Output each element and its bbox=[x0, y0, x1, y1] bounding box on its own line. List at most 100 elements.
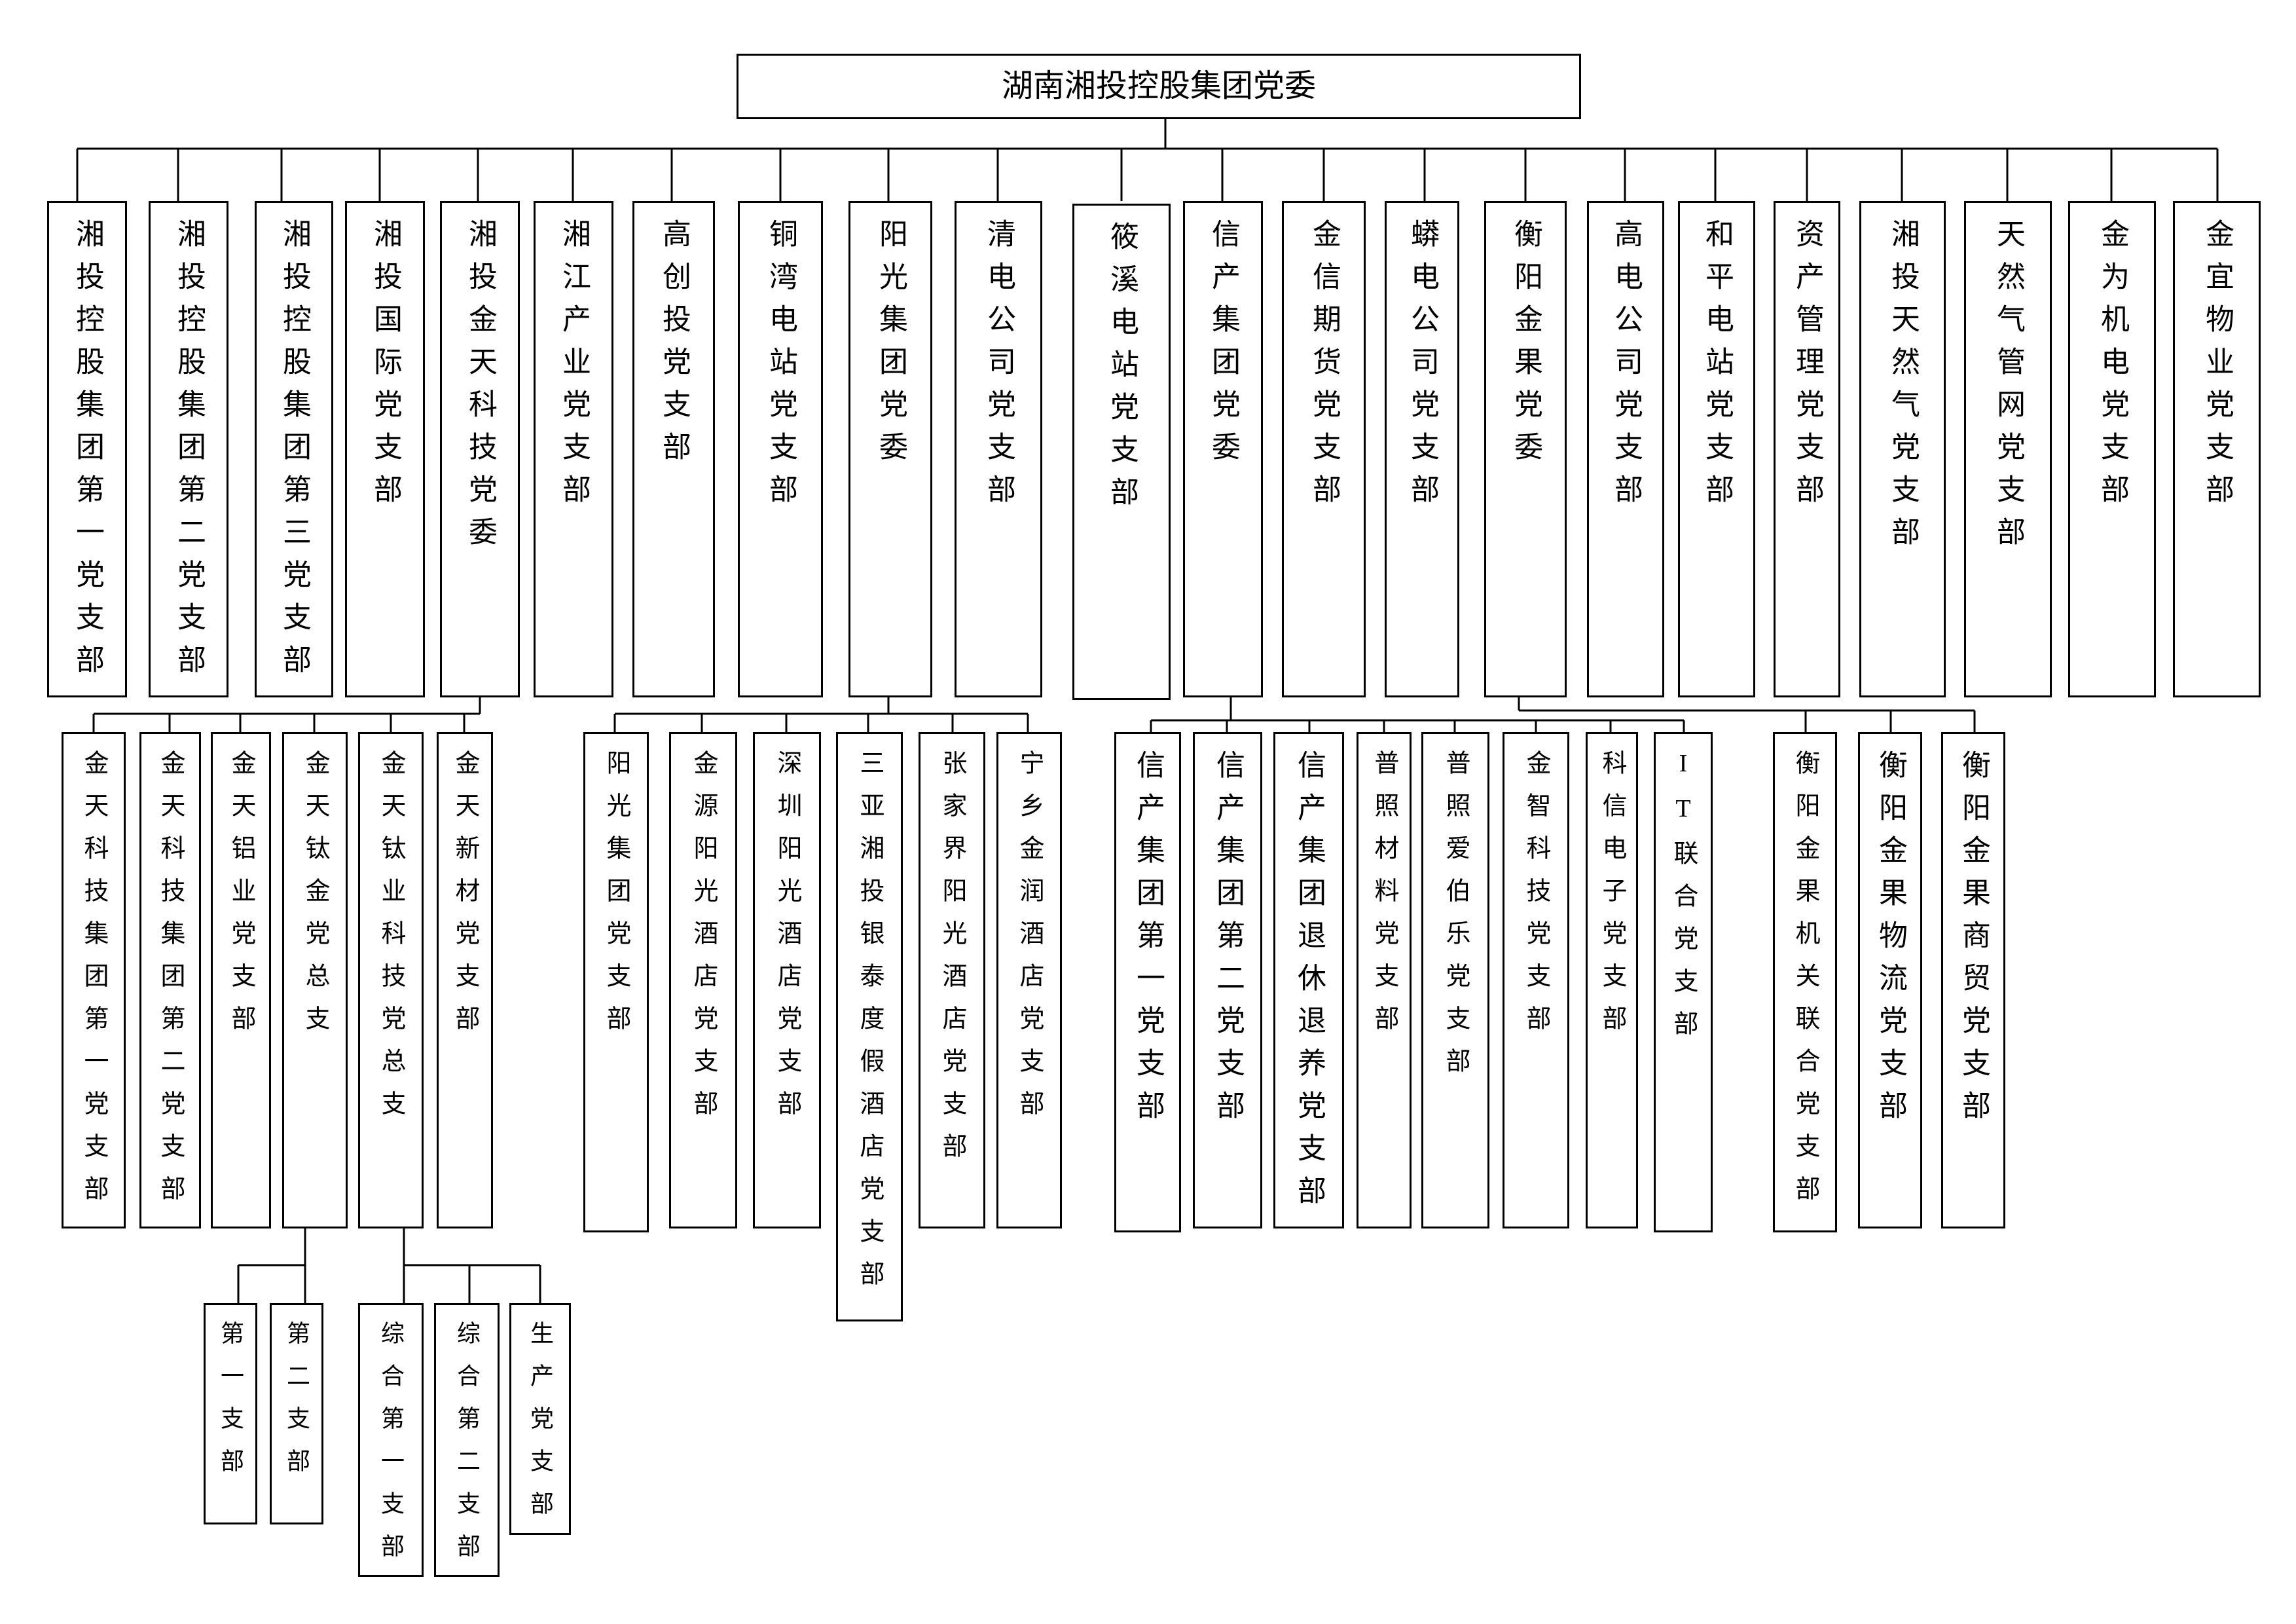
l1-node-22: 金宜物业党支部 bbox=[2173, 201, 2261, 697]
node-label: 高创投党支部 bbox=[658, 219, 690, 474]
xinchan-child-7: 科信电子党支部 bbox=[1586, 732, 1638, 1228]
l1-node-6: 湘江产业党支部 bbox=[534, 201, 613, 697]
node-label: 信产集团第二党支部 bbox=[1212, 750, 1244, 1133]
node-label: 湘江产业党支部 bbox=[558, 219, 590, 517]
yangguang-child-1: 阳光集团党支部 bbox=[583, 732, 649, 1232]
l1-node-4: 湘投国际党支部 bbox=[345, 201, 425, 697]
node-label: IT联合党支部 bbox=[1669, 750, 1697, 1053]
l1-node-21: 金为机电党支部 bbox=[2068, 201, 2156, 697]
yangguang-child-3: 深圳阳光酒店党支部 bbox=[753, 732, 821, 1228]
l1-node-15: 衡阳金果党委 bbox=[1484, 201, 1567, 697]
node-label: 资产管理党支部 bbox=[1791, 219, 1823, 517]
node-label: 衡阳金果机关联合党支部 bbox=[1791, 750, 1819, 1218]
node-label: 金天科技集团第二党支部 bbox=[156, 750, 184, 1218]
yangguang-child-5: 张家界阳光酒店党支部 bbox=[919, 732, 985, 1228]
l1-node-17: 和平电站党支部 bbox=[1678, 201, 1755, 697]
node-label: 湘投控股集团第一党支部 bbox=[71, 219, 103, 687]
node-label: 湘投控股集团第二党支部 bbox=[173, 219, 205, 687]
jintian-child-3: 金天铝业党支部 bbox=[211, 732, 271, 1228]
taiye-child-3: 生产党支部 bbox=[509, 1303, 571, 1535]
node-label: 金智科技党支部 bbox=[1522, 750, 1550, 1048]
yangguang-child-2: 金源阳光酒店党支部 bbox=[669, 732, 737, 1228]
node-label: 金源阳光酒店党支部 bbox=[689, 750, 717, 1133]
l1-node-2: 湘投控股集团第二党支部 bbox=[149, 201, 228, 697]
node-label: 第二支部 bbox=[283, 1321, 310, 1491]
taiye-child-2: 综合第二支部 bbox=[434, 1303, 500, 1577]
taijin-child-1: 第一支部 bbox=[204, 1303, 257, 1524]
node-label: 金天钛金党总支 bbox=[301, 750, 329, 1048]
jintian-child-6: 金天新材党支部 bbox=[437, 732, 493, 1228]
node-label: 生产党支部 bbox=[527, 1321, 553, 1534]
xinchan-child-5: 普照爱伯乐党支部 bbox=[1421, 732, 1489, 1228]
node-label: 深圳阳光酒店党支部 bbox=[773, 750, 801, 1133]
jinguo-child-3: 衡阳金果商贸党支部 bbox=[1941, 732, 2005, 1228]
l1-node-18: 资产管理党支部 bbox=[1774, 201, 1840, 697]
node-label: 信产集团党委 bbox=[1207, 219, 1239, 474]
node-label: 普照爱伯乐党支部 bbox=[1442, 750, 1469, 1090]
node-label: 湘投国际党支部 bbox=[369, 219, 401, 517]
node-label: 金天钛业科技党总支 bbox=[377, 750, 405, 1133]
l1-node-13: 金信期货党支部 bbox=[1282, 201, 1366, 697]
node-label: 金宜物业党支部 bbox=[2201, 219, 2233, 517]
node-label: 金为机电党支部 bbox=[2096, 219, 2128, 517]
node-label: 综合第二支部 bbox=[454, 1321, 480, 1576]
root-label: 湖南湘投控股集团党委 bbox=[1001, 69, 1316, 103]
node-label: 三亚湘投银泰度假酒店党支部 bbox=[856, 750, 883, 1303]
node-label: 阳光集团党支部 bbox=[602, 750, 630, 1048]
xinchan-child-3: 信产集团退休退养党支部 bbox=[1273, 732, 1344, 1228]
l1-node-9: 阳光集团党委 bbox=[848, 201, 932, 697]
jinguo-child-2: 衡阳金果物流党支部 bbox=[1858, 732, 1922, 1228]
node-label: 湘投金天科技党委 bbox=[464, 219, 496, 559]
node-label: 金天新材党支部 bbox=[451, 750, 479, 1048]
jintian-child-5: 金天钛业科技党总支 bbox=[358, 732, 424, 1228]
jintian-child-4: 金天钛金党总支 bbox=[282, 732, 348, 1228]
xinchan-child-2: 信产集团第二党支部 bbox=[1193, 732, 1262, 1228]
node-label: 湘投天然气党支部 bbox=[1887, 219, 1919, 559]
node-label: 蟒电公司党支部 bbox=[1406, 219, 1438, 517]
taiye-child-1: 综合第一支部 bbox=[358, 1303, 424, 1577]
l1-node-5: 湘投金天科技党委 bbox=[440, 201, 520, 697]
node-label: 阳光集团党委 bbox=[875, 219, 907, 474]
node-label: 科信电子党支部 bbox=[1598, 750, 1626, 1048]
node-label: 清电公司党支部 bbox=[983, 219, 1015, 517]
xinchan-child-4: 普照材料党支部 bbox=[1357, 732, 1412, 1228]
node-label: 筱溪电站党支部 bbox=[1106, 221, 1138, 519]
node-label: 普照材料党支部 bbox=[1370, 750, 1398, 1048]
node-label: 宁乡金润酒店党支部 bbox=[1015, 750, 1043, 1133]
xinchan-child-6: 金智科技党支部 bbox=[1503, 732, 1569, 1228]
node-label: 金信期货党支部 bbox=[1308, 219, 1340, 517]
l1-node-10: 清电公司党支部 bbox=[955, 201, 1042, 697]
node-label: 信产集团退休退养党支部 bbox=[1293, 750, 1325, 1218]
jintian-child-2: 金天科技集团第二党支部 bbox=[139, 732, 201, 1228]
l1-node-14: 蟒电公司党支部 bbox=[1385, 201, 1459, 697]
l1-node-20: 天然气管网党支部 bbox=[1964, 201, 2052, 697]
taijin-child-2: 第二支部 bbox=[270, 1303, 323, 1524]
node-label: 衡阳金果商贸党支部 bbox=[1958, 750, 1990, 1133]
node-label: 和平电站党支部 bbox=[1701, 219, 1733, 517]
node-label: 天然气管网党支部 bbox=[1992, 219, 2024, 559]
node-label: 高电公司党支部 bbox=[1610, 219, 1642, 517]
node-label: 湘投控股集团第三党支部 bbox=[278, 219, 310, 687]
node-label: 张家界阳光酒店党支部 bbox=[938, 750, 966, 1175]
node-label: 衡阳金果党委 bbox=[1510, 219, 1542, 474]
l1-node-12: 信产集团党委 bbox=[1183, 201, 1263, 697]
xinchan-child-8: IT联合党支部 bbox=[1654, 732, 1713, 1232]
yangguang-child-4: 三亚湘投银泰度假酒店党支部 bbox=[836, 732, 903, 1321]
l1-node-19: 湘投天然气党支部 bbox=[1859, 201, 1946, 697]
l1-node-16: 高电公司党支部 bbox=[1587, 201, 1664, 697]
l1-node-11: 筱溪电站党支部 bbox=[1072, 204, 1171, 700]
l1-node-7: 高创投党支部 bbox=[632, 201, 715, 697]
l1-node-8: 铜湾电站党支部 bbox=[738, 201, 823, 697]
root-node: 湖南湘投控股集团党委 bbox=[737, 54, 1581, 119]
jintian-child-1: 金天科技集团第一党支部 bbox=[62, 732, 126, 1228]
node-label: 第一支部 bbox=[217, 1321, 244, 1491]
jinguo-child-1: 衡阳金果机关联合党支部 bbox=[1773, 732, 1837, 1232]
node-label: 金天科技集团第一党支部 bbox=[80, 750, 107, 1218]
node-label: 综合第一支部 bbox=[378, 1321, 404, 1576]
node-label: 金天铝业党支部 bbox=[227, 750, 255, 1048]
node-label: 信产集团第一党支部 bbox=[1132, 750, 1164, 1133]
yangguang-child-6: 宁乡金润酒店党支部 bbox=[996, 732, 1062, 1228]
l1-node-3: 湘投控股集团第三党支部 bbox=[255, 201, 333, 697]
